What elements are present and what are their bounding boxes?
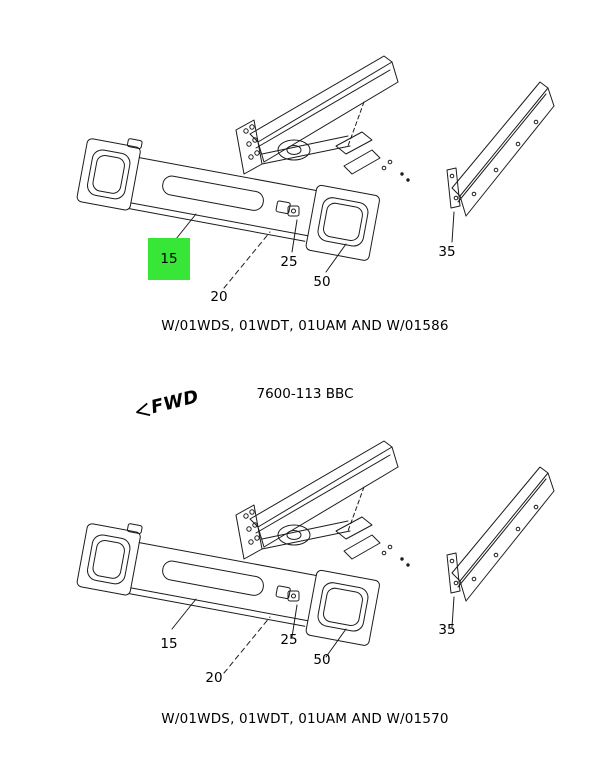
fwd-indicator: FWD	[130, 386, 201, 423]
model-code-label: 7600-113 BBC	[256, 386, 354, 402]
bumper-assembly-drawing-top	[74, 55, 555, 289]
callout-label-25-bottom[interactable]: 25	[280, 632, 298, 648]
caption-bottom-variant: W/01WDS, 01WDT, 01UAM AND W/01570	[161, 711, 449, 727]
callout-label-15: 15	[160, 251, 178, 267]
callout-label-50-bottom[interactable]: 50	[313, 652, 331, 668]
callout-label-15-bottom[interactable]: 15	[160, 636, 178, 652]
callout-label-20[interactable]: 20	[210, 289, 228, 305]
bumper-assembly-drawing-bottom	[74, 440, 555, 674]
callout-label-35[interactable]: 35	[438, 244, 456, 260]
callout-label-35-bottom[interactable]: 35	[438, 622, 456, 638]
callout-15-highlight[interactable]: 15	[148, 238, 190, 280]
callout-label-20-bottom[interactable]: 20	[205, 670, 223, 686]
callout-label-25[interactable]: 25	[280, 254, 298, 270]
callout-label-50[interactable]: 50	[313, 274, 331, 290]
fwd-arrow-icon	[135, 402, 151, 416]
caption-top-variant: W/01WDS, 01WDT, 01UAM AND W/01586	[161, 318, 449, 334]
